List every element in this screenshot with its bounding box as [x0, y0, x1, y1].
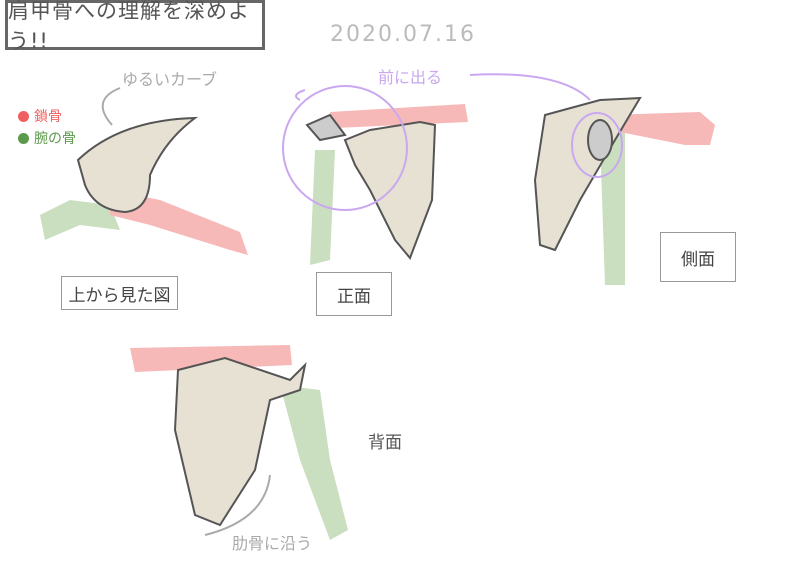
front-view-drawing	[282, 73, 591, 265]
back-view-drawing	[130, 345, 348, 540]
legend-clavicle: 鎖骨	[18, 106, 62, 126]
side-view-drawing	[533, 96, 715, 285]
label-side-view: 側面	[660, 232, 736, 282]
label-back-view: 背面	[368, 433, 402, 453]
label-front-view: 正面	[316, 272, 392, 316]
legend-label: 腕の骨	[34, 131, 76, 147]
note-curve: ゆるいカーブ	[122, 70, 218, 89]
label-top-view: 上から見た図	[61, 276, 178, 310]
red-dot-icon	[18, 110, 29, 122]
note-forward: 前に出る	[378, 68, 443, 87]
note-ribs: 肋骨に沿う	[232, 534, 313, 553]
page-title: 肩甲骨への理解を深めよう!!	[5, 0, 265, 53]
green-dot-icon	[18, 132, 29, 144]
legend-label: 鎖骨	[34, 109, 62, 125]
legend-humerus: 腕の骨	[18, 128, 76, 148]
top-view-drawing	[40, 87, 248, 255]
date: 2020.07.16	[330, 22, 476, 47]
